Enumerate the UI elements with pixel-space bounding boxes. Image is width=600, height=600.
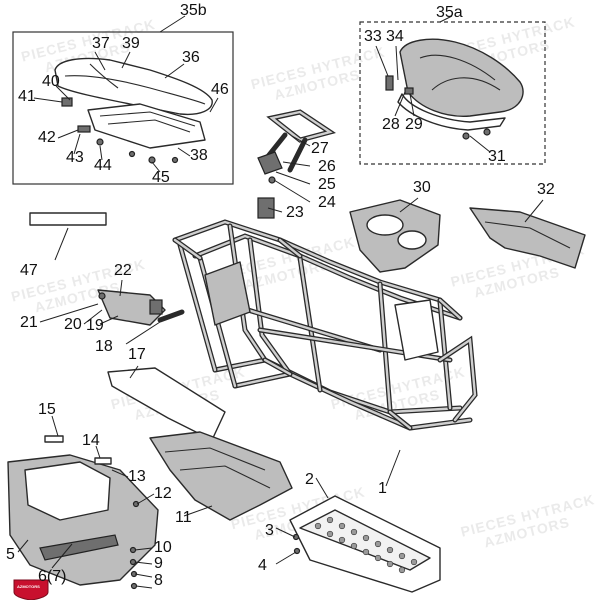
callout-label-46: 46 <box>211 81 229 98</box>
seat-bumper <box>96 138 104 146</box>
leader-line <box>439 15 453 23</box>
callout-label-9: 9 <box>154 555 163 572</box>
seat-bolt <box>148 156 156 164</box>
seat-clip <box>404 87 414 95</box>
callout-label-45: 45 <box>152 169 170 186</box>
fuel-tank-cover-30 <box>349 199 441 273</box>
callout-label-32: 32 <box>537 181 555 198</box>
seat-assembly-box-35a <box>359 21 546 165</box>
callout-label-31: 31 <box>488 148 506 165</box>
leader-line <box>159 15 186 33</box>
seat-hook <box>385 75 394 91</box>
callout-label-41: 41 <box>18 88 36 105</box>
callout-label-42: 42 <box>38 129 56 146</box>
leader-lines <box>17 45 544 589</box>
callout-label-14: 14 <box>82 432 100 449</box>
callout-label-38: 38 <box>190 147 208 164</box>
callout-label-25: 25 <box>318 176 336 193</box>
upper-bracket-24-27 <box>257 109 336 184</box>
seat-bolt <box>128 150 136 158</box>
callout-label-23: 23 <box>286 204 304 221</box>
callout-label-15: 15 <box>38 401 56 418</box>
callout-label-40: 40 <box>42 73 60 90</box>
footrest-plate-2 <box>289 495 441 593</box>
callout-label-19: 19 <box>86 317 104 334</box>
main-frame <box>172 197 478 431</box>
callout-label-3: 3 <box>265 522 274 539</box>
seat-assembly-box-35b <box>12 31 234 185</box>
callout-label-21: 21 <box>20 314 38 331</box>
callout-label-35a: 35a <box>436 4 463 21</box>
callout-label-30: 30 <box>413 179 431 196</box>
seat-bolt <box>483 128 491 136</box>
callout-label-20: 20 <box>64 316 82 333</box>
callout-label-2: 2 <box>305 471 314 488</box>
seat-bolt <box>171 156 179 164</box>
seat-latch <box>61 97 73 107</box>
decal-47 <box>29 212 107 226</box>
front-fender-11 <box>149 431 293 521</box>
callout-label-28: 28 <box>382 116 400 133</box>
seat-seam <box>419 54 496 81</box>
seat-base-rib <box>99 111 196 127</box>
leader-line <box>54 227 69 261</box>
callout-label-39: 39 <box>122 35 140 52</box>
callout-labels: 35b 37 39 36 40 41 46 42 43 44 45 38 35a… <box>6 2 555 589</box>
seat-cushion <box>54 57 213 116</box>
seat-seam <box>431 77 501 91</box>
callout-label-4: 4 <box>258 557 267 574</box>
callout-label-33: 33 <box>364 28 382 45</box>
logo-text: AZMOTORS <box>17 584 40 589</box>
callout-label-44: 44 <box>94 157 112 174</box>
callout-label-8: 8 <box>154 572 163 589</box>
seat-seam <box>89 63 119 89</box>
callout-label-13: 13 <box>128 468 146 485</box>
rear-seat-assembly <box>54 57 213 164</box>
callout-label-22: 22 <box>114 262 132 279</box>
callout-label-27: 27 <box>311 140 329 157</box>
side-step-bracket-18-22 <box>97 289 185 326</box>
callout-label-6-7: 6(7) <box>38 568 66 585</box>
seat-seam <box>64 75 206 105</box>
callout-label-24: 24 <box>318 194 336 211</box>
callout-label-34: 34 <box>386 28 404 45</box>
callout-label-43: 43 <box>66 149 84 166</box>
seat-bolt <box>462 132 470 140</box>
callout-label-10: 10 <box>154 539 172 556</box>
callout-label-12: 12 <box>154 485 172 502</box>
callout-label-5: 5 <box>6 546 15 563</box>
callout-label-1: 1 <box>378 480 387 497</box>
rear-fender-32 <box>469 207 586 269</box>
callout-label-11: 11 <box>175 509 192 526</box>
front-seat-base <box>397 93 506 131</box>
callout-label-17: 17 <box>128 346 146 363</box>
seat-bracket <box>77 125 91 133</box>
callout-label-47: 47 <box>20 262 38 279</box>
callout-label-29: 29 <box>405 116 423 133</box>
callout-label-36: 36 <box>182 49 200 66</box>
callout-label-18: 18 <box>95 338 113 355</box>
front-bumper-5-6 <box>7 435 159 590</box>
callout-label-35b: 35b <box>180 2 207 19</box>
callout-label-26: 26 <box>318 158 336 175</box>
front-seat-assembly <box>385 38 524 140</box>
seat-base-rib <box>107 119 191 133</box>
callout-label-37: 37 <box>92 35 110 52</box>
